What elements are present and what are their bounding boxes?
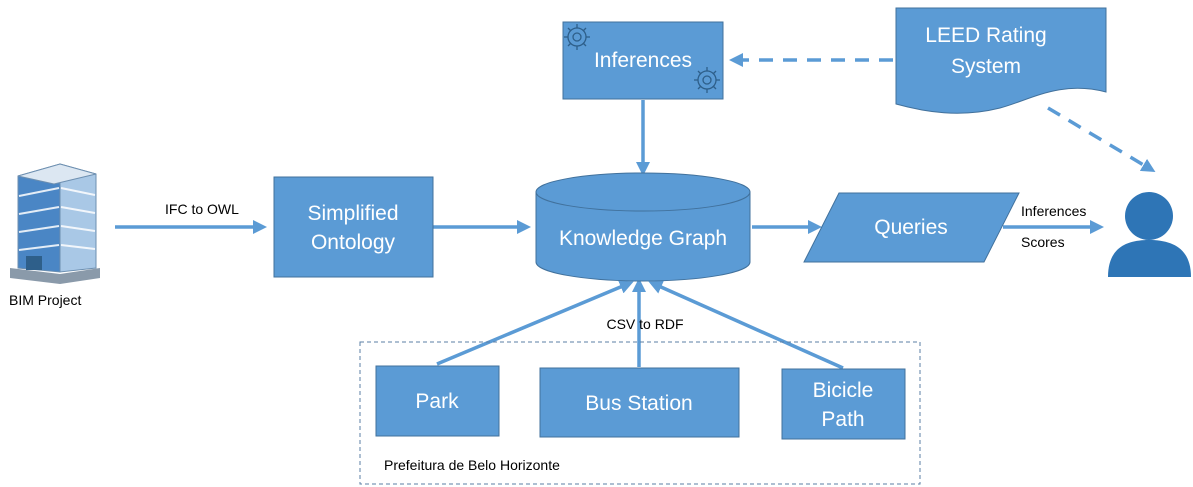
leed-rating-system-shape [895,7,1107,114]
park-box [375,365,500,437]
inferences-box [562,21,724,100]
simplified-ontology-line2: Ontology [311,231,396,254]
knowledge-graph-label: Knowledge Graph [559,227,727,250]
leed-rating-line1: LEED Rating [925,24,1046,47]
prefeitura-group-border [359,341,921,485]
scores-output-label: Scores [1021,234,1065,250]
edge-park-to-graph [436,280,634,366]
user-icon [1108,192,1191,277]
csv-to-rdf-label: CSV to RDF [606,316,683,332]
gear-icon [694,67,720,93]
queries-label: Queries [874,216,948,239]
leed-rating-line2: System [951,55,1021,78]
gear-icon [564,24,590,50]
knowledge-graph-cylinder [535,172,751,282]
inferences-label: Inferences [594,49,692,72]
building-icon [10,163,100,284]
bicycle-path-line2: Path [821,408,864,431]
bus-station-box [539,367,740,438]
bus-station-label: Bus Station [585,392,692,415]
ifc-to-owl-label: IFC to OWL [165,201,239,217]
edges [115,53,1156,370]
prefeitura-label: Prefeitura de Belo Horizonte [384,457,560,473]
simplified-ontology-box [273,176,434,278]
park-label: Park [415,390,459,413]
bim-project-label: BIM Project [9,292,81,308]
bicycle-path-box [781,368,906,440]
simplified-ontology-line1: Simplified [307,202,398,225]
edge-bicycle-to-graph [648,280,844,370]
inferences-output-label: Inferences [1021,203,1086,219]
bicycle-path-line1: Bicicle [813,379,874,402]
queries-shape [803,192,1020,263]
edge-leed-to-user [1047,106,1156,173]
